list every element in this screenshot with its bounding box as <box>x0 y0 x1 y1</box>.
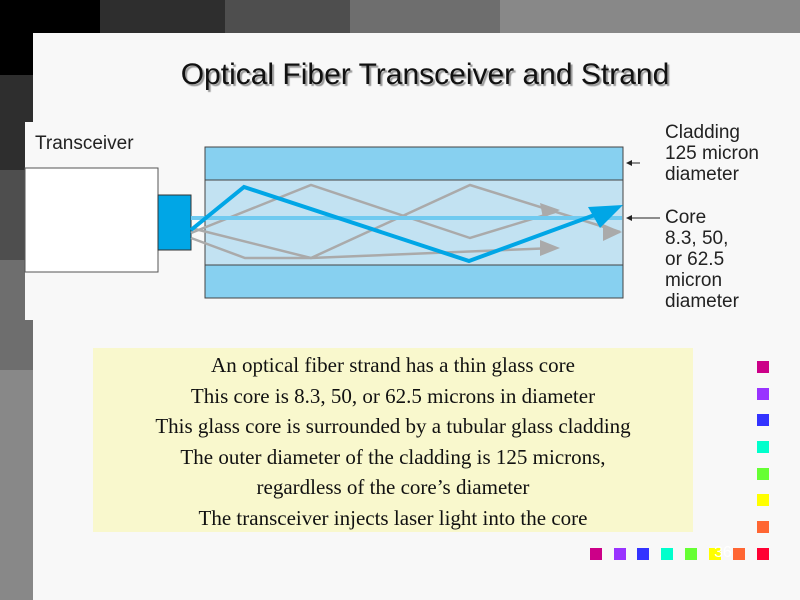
bg-block <box>350 0 500 33</box>
decorative-square <box>757 494 773 510</box>
gray-ray <box>190 183 556 240</box>
fiber-core <box>204 179 624 266</box>
label-line: diameter <box>665 291 739 312</box>
slide-title: Optical Fiber Transceiver and Strand <box>180 58 670 91</box>
label-line: Cladding <box>665 122 740 143</box>
label-line: 125 micron <box>665 143 759 164</box>
decorative-square <box>661 548 677 564</box>
gray-arrowheads <box>540 203 622 256</box>
decorative-square <box>685 548 701 564</box>
bullet-line: This core is 8.3, 50, or 62.5 microns in… <box>190 383 596 408</box>
decorative-square <box>614 548 630 564</box>
label-line: or 62.5 <box>665 249 725 270</box>
decorative-square <box>637 548 653 564</box>
label-line: 8.3, 50, <box>665 228 729 249</box>
decorative-square <box>757 521 773 537</box>
decorative-square <box>757 361 773 377</box>
decorative-square <box>757 388 773 404</box>
label-line: micron <box>665 270 723 291</box>
label-line: Core <box>665 207 707 228</box>
laser-arrowhead <box>588 205 623 228</box>
decorative-square <box>590 548 606 564</box>
decorative-square <box>757 468 773 484</box>
decorative-square <box>733 548 749 564</box>
label-line: diameter <box>665 164 739 185</box>
bullet-line: An optical fiber strand has a thin glass… <box>211 353 575 377</box>
decorative-square <box>757 441 773 457</box>
laser-ray <box>189 184 601 264</box>
bullet-line: The outer diameter of the cladding is 12… <box>180 444 606 469</box>
bg-block <box>100 0 225 33</box>
bullet-textbox: An optical fiber strand has a thin glass… <box>93 348 693 532</box>
gray-rays <box>190 183 621 260</box>
bullet-line: regardless of the core’s diameter <box>256 475 530 499</box>
decorative-square <box>757 548 773 564</box>
bullet-line: The transceiver injects laser light into… <box>198 505 588 530</box>
core-label: Core 8.3, 50, or 62.5 micron diameter <box>665 207 739 312</box>
transceiver-box <box>24 167 159 273</box>
cladding-label: Cladding 125 micron diameter <box>665 122 759 185</box>
bullet-line: This glass core is surrounded by a tubul… <box>155 414 631 438</box>
gray-ray <box>190 226 556 260</box>
transceiver-connector <box>157 194 192 251</box>
bg-block <box>225 0 350 33</box>
transceiver-label: Transceiver <box>35 133 134 154</box>
slide-number: 36 <box>714 544 732 561</box>
decorative-square <box>757 414 773 430</box>
